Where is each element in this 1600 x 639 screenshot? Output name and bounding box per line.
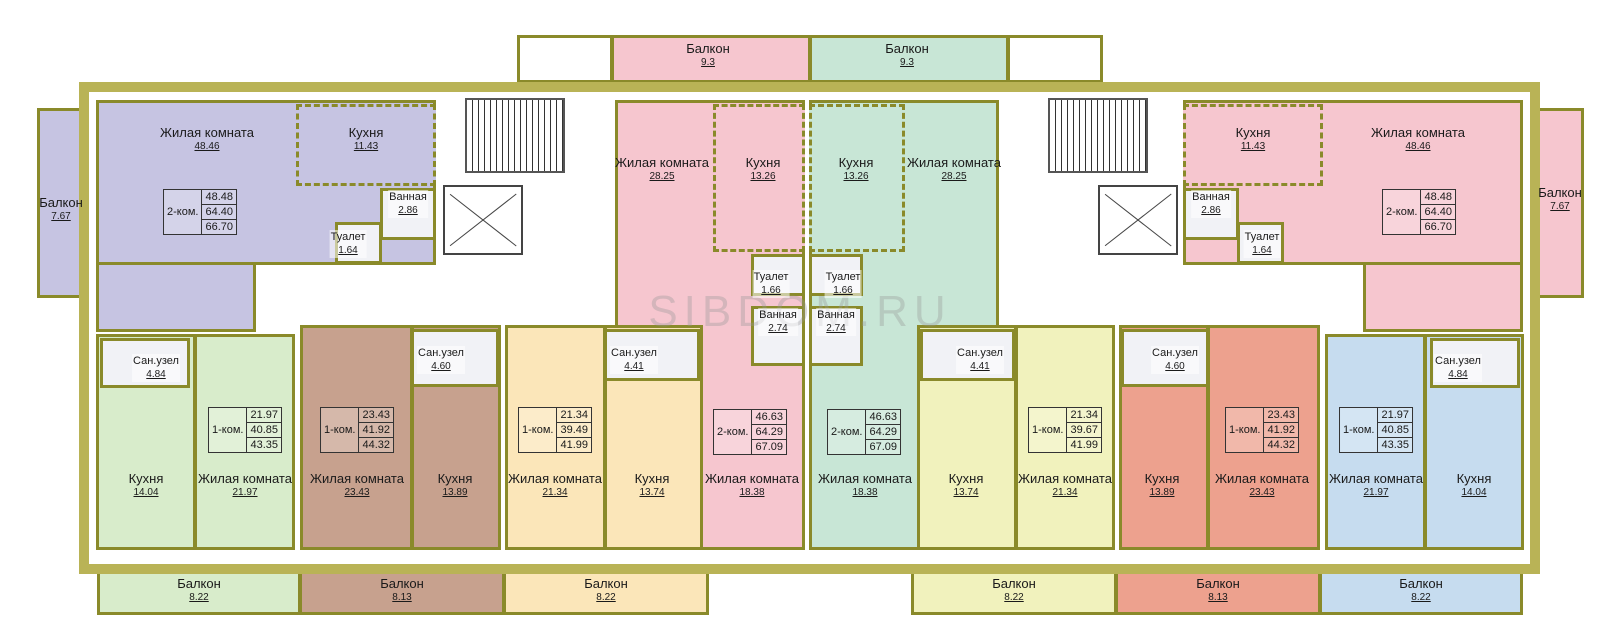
apt-upper-left-kitchen <box>296 104 436 186</box>
top-balcony-left-frame <box>517 35 613 83</box>
side-balcony-right <box>1536 108 1584 298</box>
side-balcony-left <box>37 108 85 298</box>
top-balcony-pink <box>611 35 811 83</box>
apt-lower-3-room <box>505 325 606 550</box>
apt-upper-left-room-lower <box>96 262 256 332</box>
stairwell-left <box>465 98 565 173</box>
elevator-shaft-left <box>443 185 523 255</box>
apt-upper-right-room-lower <box>1363 262 1523 332</box>
top-balcony-mint <box>809 35 1009 83</box>
apt-lower-1-room <box>194 334 295 550</box>
bottom-balcony-3 <box>503 568 709 615</box>
watermark: SIBDOM.RU <box>648 287 952 336</box>
apt-upper-right-kitchen <box>1183 104 1323 186</box>
apt-center-right-kitchen <box>809 104 905 252</box>
apt-lower-2-room <box>300 325 413 550</box>
stairwell-right <box>1048 98 1148 173</box>
apt-center-left-kitchen <box>713 104 805 252</box>
elevator-shaft-right <box>1098 185 1178 255</box>
top-balcony-right-frame <box>1007 35 1103 83</box>
